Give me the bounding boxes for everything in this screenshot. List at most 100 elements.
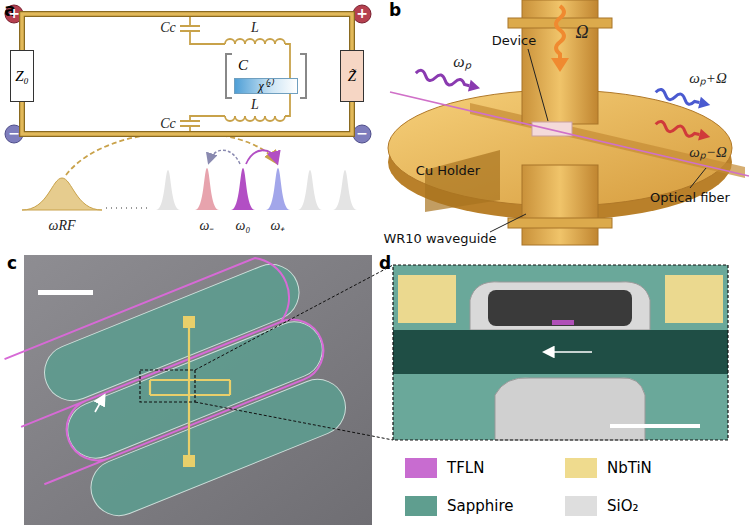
figure-label: L — [251, 98, 259, 112]
rail-body — [22, 102, 352, 134]
figure-label: b — [389, 2, 401, 19]
nbtin-pad — [665, 275, 723, 323]
cladding-shadow — [488, 290, 632, 326]
inductor-symbol — [225, 116, 285, 121]
pump-wave — [415, 69, 470, 89]
figure-label: ω₀ — [236, 219, 251, 233]
figure-label: ωRF — [49, 219, 76, 233]
legend-swatch — [565, 496, 597, 516]
circuit-wire — [180, 14, 290, 78]
zoom-frame — [393, 265, 728, 440]
microwave-wave — [556, 6, 564, 60]
leader-line — [490, 214, 526, 232]
leader-line — [528, 49, 548, 121]
figure-label: ω₊ — [271, 219, 286, 233]
legend-swatch — [565, 458, 597, 478]
impedance-label: Z₀ — [15, 68, 29, 85]
figure-label: ω₋ — [200, 219, 215, 233]
figure-label: Cc — [160, 21, 176, 35]
legend-text: TFLN — [447, 460, 484, 477]
tfln-ridge — [552, 320, 574, 325]
zoom-box — [140, 370, 195, 402]
mode-peak — [156, 170, 180, 210]
terminal-plus — [353, 5, 371, 23]
optical-fiber — [390, 92, 749, 176]
impedance-box: Z̃ — [340, 50, 364, 102]
sideband-wave — [655, 88, 701, 106]
legend-text: Sapphire — [447, 498, 514, 515]
figure-label: Ω — [575, 23, 588, 41]
mode-peak — [266, 168, 290, 210]
capacitance-label: C — [238, 58, 248, 73]
tfln-waveguide — [0, 246, 333, 484]
arrow-head — [551, 58, 569, 72]
figure-label: ωₚ — [453, 54, 470, 70]
figure-label: Optical fiber — [650, 191, 730, 204]
arrow-head — [698, 129, 711, 143]
cavity-bracket — [226, 54, 306, 98]
sio2-cladding — [470, 282, 650, 330]
waveguide-flange — [508, 218, 612, 228]
micrograph — [24, 255, 372, 525]
legend-swatch — [405, 496, 437, 516]
figure-label: WR10 waveguide — [383, 232, 496, 245]
terminal-minus — [353, 125, 371, 143]
holder-cutaway — [425, 150, 500, 212]
chi2-label: χ⁽²⁾ — [259, 80, 274, 92]
figure-label: + — [356, 6, 368, 20]
direction-arrow — [545, 351, 592, 353]
zoom-line — [195, 402, 393, 440]
figure-label: d — [379, 255, 391, 272]
transmission-rail — [22, 102, 352, 134]
rf-peak — [22, 178, 102, 210]
fiber-groove — [470, 103, 745, 178]
mode-peak — [231, 168, 255, 210]
conversion-arc — [246, 150, 277, 164]
sem-image — [393, 265, 728, 440]
circuit-wire — [180, 94, 290, 134]
nbtin-pad — [398, 275, 456, 323]
direction-arrow — [95, 396, 104, 412]
figure-label: − — [356, 126, 368, 140]
sio2-ridge — [495, 378, 645, 440]
mode-peak — [195, 168, 219, 210]
rail-outline — [22, 102, 352, 134]
figure-label: − — [8, 126, 20, 140]
inductor-symbol — [225, 39, 285, 44]
figure-label: ωₚ+Ω — [689, 71, 727, 86]
conversion-arc — [66, 132, 276, 175]
scale-bar — [610, 424, 700, 428]
figure-label: Device — [492, 34, 536, 47]
figure-label: + — [8, 6, 20, 20]
legend-swatch — [405, 458, 437, 478]
arrow-head — [468, 80, 481, 94]
sapphire-band — [393, 330, 728, 374]
figure-label: c — [7, 255, 17, 272]
impedance-label: Z̃ — [348, 68, 356, 85]
mode-peak — [298, 170, 322, 210]
mode-peak — [333, 170, 357, 210]
figure-label: Cc — [160, 117, 176, 131]
legend-text: SiO₂ — [607, 498, 639, 515]
waveguide-block — [522, 165, 598, 245]
rail-body — [22, 14, 352, 50]
electrode-pad — [183, 455, 195, 467]
leader-line — [690, 168, 706, 188]
legend-text: NbTiN — [607, 460, 652, 477]
figure-label: Cu Holder — [416, 164, 480, 177]
figure-label: ωₚ−Ω — [689, 145, 727, 160]
impedance-box: Z₀ — [10, 50, 34, 102]
crystal-element: χ⁽²⁾ C — [234, 56, 298, 94]
electrode-pad — [183, 316, 195, 328]
nbtin-electrode — [150, 328, 230, 455]
rail-outline — [22, 14, 352, 50]
nonlinear-crystal: χ⁽²⁾ — [234, 78, 298, 94]
transmission-rail — [22, 14, 352, 50]
conversion-arc — [209, 150, 240, 164]
zoom-line — [195, 265, 393, 370]
arrow-head — [698, 97, 711, 111]
